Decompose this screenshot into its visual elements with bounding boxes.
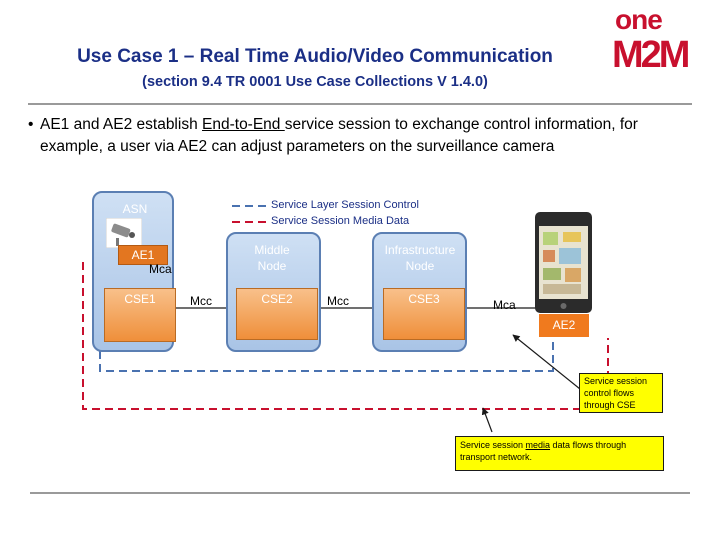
bullet-text: • AE1 and AE2 establish End-to-End servic…	[28, 114, 700, 158]
cse2-box: CSE2	[236, 288, 318, 340]
note-control: Service session control flows through CS…	[579, 373, 663, 413]
ae1-box: AE1	[118, 245, 168, 265]
slide-title: Use Case 1 – Real Time Audio/Video Commu…	[77, 46, 553, 67]
cse1-box: CSE1	[104, 288, 176, 342]
onem2m-logo-top: one	[615, 4, 663, 35]
header-divider	[28, 103, 692, 105]
smartphone-icon	[535, 212, 592, 313]
slide-subtitle: (section 9.4 TR 0001 Use Case Collection…	[142, 74, 488, 90]
ae2-box: AE2	[539, 314, 589, 337]
footer-divider	[30, 492, 690, 494]
note-media: Service session media data flows through…	[455, 436, 664, 471]
bullet-text-after: service session to exchange control info…	[40, 116, 638, 155]
mca-left-label: Mca	[149, 262, 172, 276]
bullet-text-underlined: End-to-End	[202, 116, 285, 133]
mcc-left-label: Mcc	[190, 294, 212, 308]
note-control-pointer	[512, 334, 581, 390]
cse3-box: CSE3	[383, 288, 465, 340]
note-media-after: data flows through transport network.	[460, 440, 627, 462]
asn-label: ASN	[122, 202, 148, 216]
mcc-right-label: Mcc	[327, 294, 349, 308]
note-media-pointer	[481, 407, 493, 433]
camera-icon	[106, 218, 142, 248]
infrastructure-node-label: Infrastructure Node	[384, 243, 456, 273]
legend-media-label: Service Session Media Data	[271, 215, 410, 227]
legend-control-label: Service Layer Session Control	[271, 199, 419, 211]
bullet-text-before: AE1 and AE2 establish	[40, 116, 203, 133]
note-media-before: Service session	[460, 440, 526, 450]
bullet-glyph: •	[28, 116, 34, 133]
mca-right-label: Mca	[493, 298, 516, 312]
middle-node-label: Middle Node	[254, 243, 290, 273]
onem2m-logo-bottom: M2M	[612, 34, 690, 76]
note-media-underlined: media	[525, 440, 551, 450]
